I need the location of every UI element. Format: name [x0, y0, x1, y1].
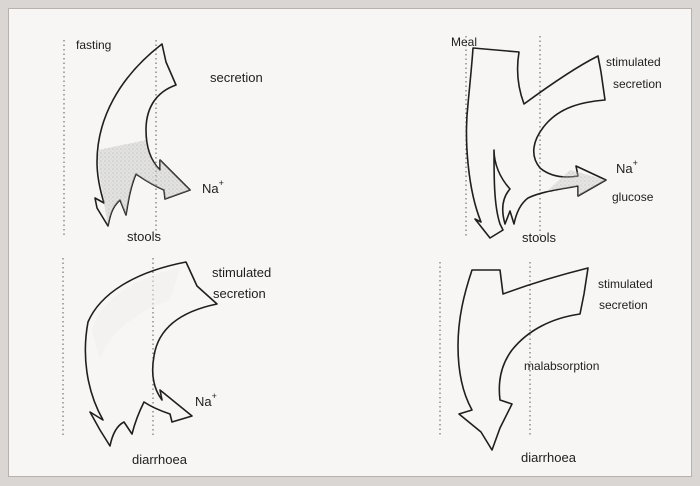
arrow-secretory-diarrhoea [85, 262, 217, 446]
label-malabsorption: malabsorption [524, 359, 599, 373]
label-sodium: Na+ [195, 391, 217, 409]
label-stimulated: stimulated [212, 265, 271, 280]
labels-bottom-right: stimulated secretion malabsorption diarr… [521, 277, 653, 465]
labels-top-right: Meal stimulated secretion Na+ glucose st… [451, 35, 662, 245]
label-sodium: Na+ [202, 178, 224, 196]
label-stimulated: stimulated [598, 277, 653, 291]
label-glucose: glucose [612, 190, 654, 204]
label-stools: stools [127, 229, 161, 244]
label-secretion: secretion [599, 298, 648, 312]
label-secretion: secretion [213, 286, 266, 301]
meal-shading [548, 170, 606, 196]
label-diarrhoea: diarrhoea [132, 452, 188, 467]
label-diarrhoea: diarrhoea [521, 450, 577, 465]
secretory-highlight [92, 268, 180, 360]
arrow-fasting [95, 44, 190, 226]
label-secretion: secretion [613, 77, 662, 91]
title-meal: Meal [451, 35, 477, 49]
title-fasting: fasting [76, 38, 111, 52]
label-sodium: Na+ [616, 158, 638, 176]
label-stimulated: stimulated [606, 55, 661, 69]
meal-flow-arrow [467, 48, 606, 238]
label-stools: stools [522, 230, 556, 245]
label-secretion: secretion [210, 70, 263, 85]
arrow-meal [467, 48, 606, 238]
